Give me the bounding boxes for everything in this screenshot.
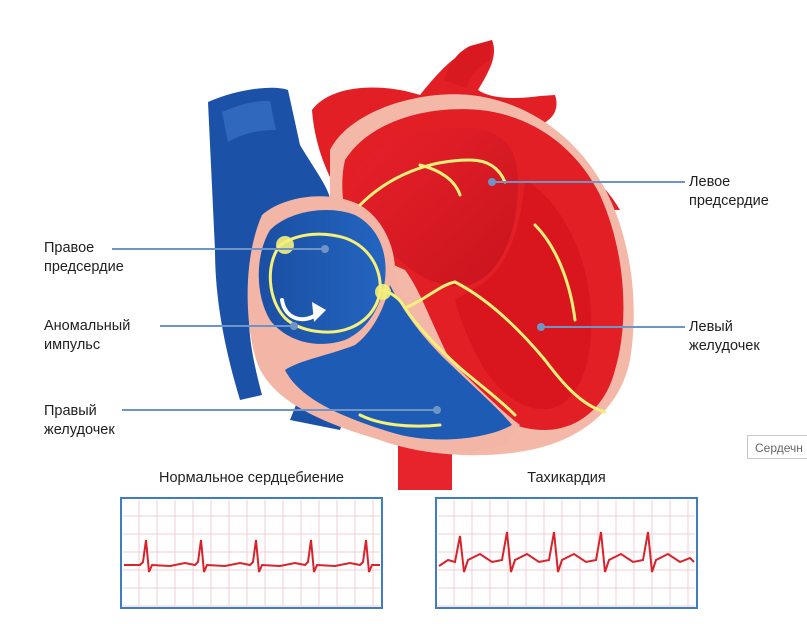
label-right-ventricle: Правый желудочек [44, 402, 115, 440]
ecg-tachy-title: Тахикардия [436, 470, 697, 486]
label-right-atrium-line1: Правое [44, 239, 124, 258]
label-left-ventricle: Левый желудочек [689, 318, 760, 356]
label-left-ventricle-line1: Левый [689, 318, 760, 337]
label-right-atrium-line2: предсердие [44, 258, 124, 277]
ecg-normal-panel [121, 498, 382, 608]
label-right-atrium: Правое предсердие [44, 239, 124, 277]
label-right-ventricle-line2: желудочек [44, 421, 115, 440]
label-left-atrium: Левое предсердие [689, 173, 769, 211]
label-abnormal-impulse-line2: импульс [44, 336, 130, 355]
ecg-normal-title: Нормальное сердцебиение [121, 470, 382, 486]
label-left-atrium-line1: Левое [689, 173, 769, 192]
ecg-tachy-panel [436, 498, 697, 608]
label-abnormal-impulse-line1: Аномальный [44, 317, 130, 336]
av-node [375, 284, 391, 300]
sa-node [276, 236, 294, 254]
label-right-ventricle-line1: Правый [44, 402, 115, 421]
label-abnormal-impulse: Аномальный импульс [44, 317, 130, 355]
side-tag[interactable]: Сердечн [747, 435, 807, 459]
label-left-atrium-line2: предсердие [689, 192, 769, 211]
label-left-ventricle-line2: желудочек [689, 337, 760, 356]
